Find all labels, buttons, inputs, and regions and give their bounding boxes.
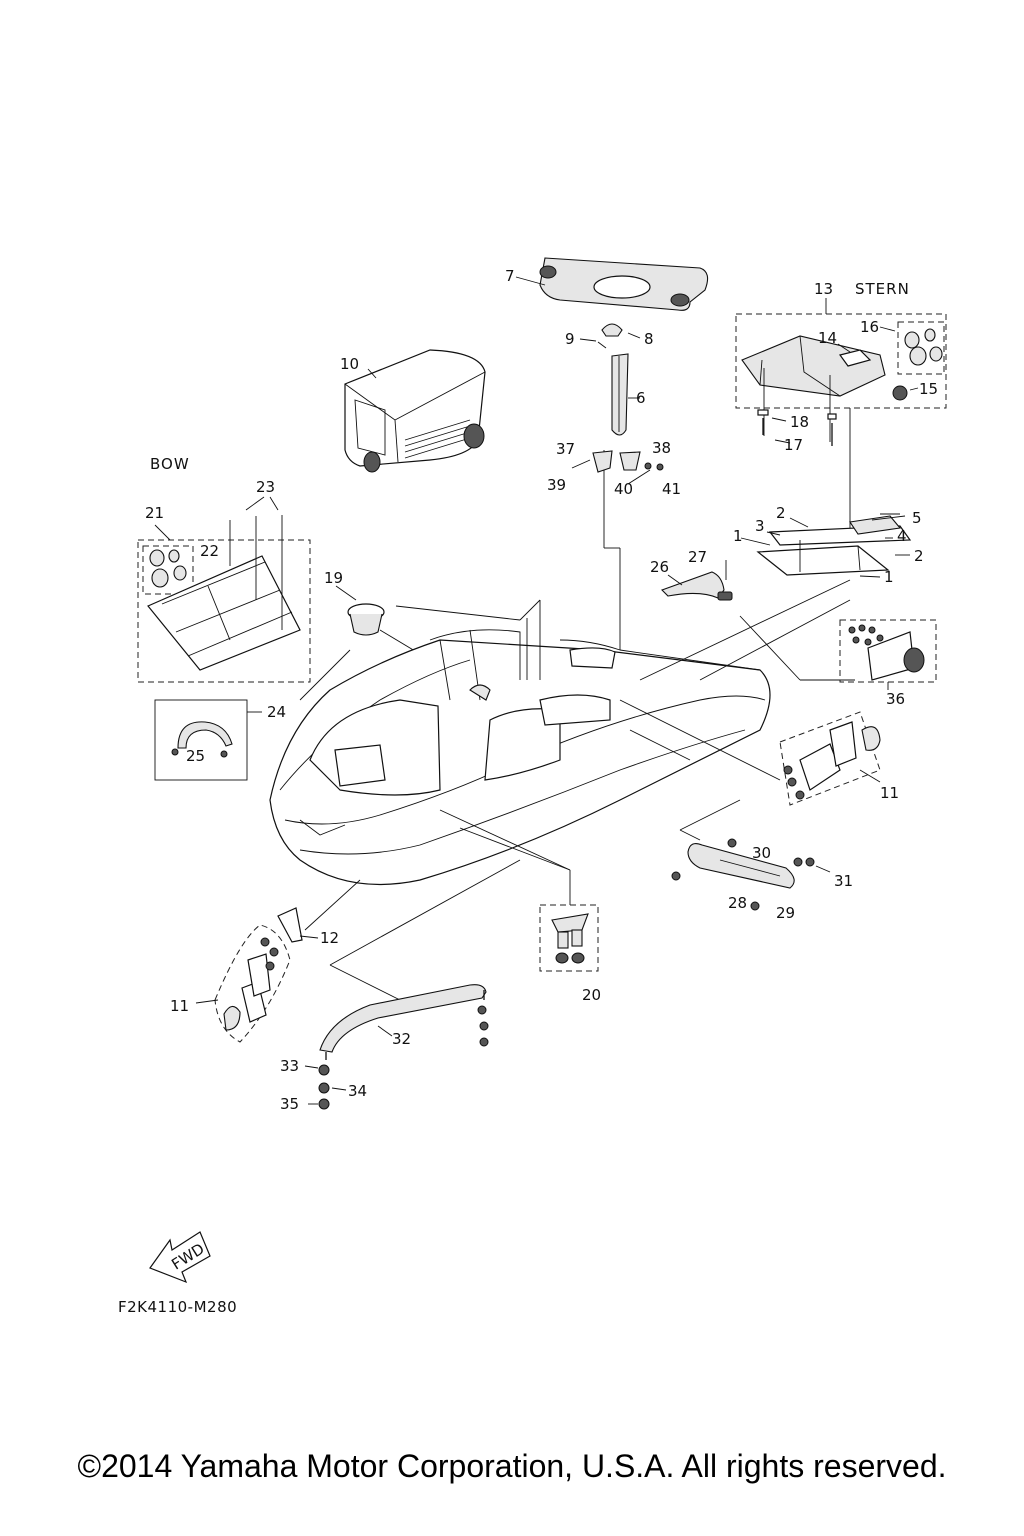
callout-6: 6 — [636, 389, 646, 407]
callout-25: 25 — [186, 747, 205, 765]
callout-10: 10 — [340, 355, 359, 373]
callout-38: 38 — [652, 439, 671, 457]
callout-39: 39 — [547, 476, 566, 494]
callout-5: 5 — [912, 509, 922, 527]
leader-lines — [299, 548, 855, 1011]
callout-34: 34 — [348, 1082, 367, 1100]
callout-37: 37 — [556, 440, 575, 458]
callout-36: 36 — [886, 690, 905, 708]
callout-labels: BOW STERN 1 1 2 2 3 4 5 6 7 8 9 10 11 11… — [145, 267, 938, 1113]
part-26-27-hose — [660, 560, 733, 601]
callout-7: 7 — [505, 267, 515, 285]
callout-27: 27 — [688, 548, 707, 566]
fwd-arrow-icon: FWD — [149, 1231, 211, 1284]
callout-14: 14 — [818, 329, 837, 347]
part-13-stern-assembly — [735, 298, 947, 540]
callout-35: 35 — [280, 1095, 299, 1113]
part-10-cooler — [344, 349, 486, 473]
callout-13: 13 — [814, 280, 833, 298]
callout-22: 22 — [200, 542, 219, 560]
callout-41: 41 — [662, 480, 681, 498]
callout-8: 8 — [644, 330, 654, 348]
callout-1b: 1 — [884, 568, 894, 586]
callout-11b: 11 — [170, 997, 189, 1015]
callout-11a: 11 — [880, 784, 899, 802]
part-7-panel — [515, 257, 709, 311]
part-36-box — [839, 619, 937, 690]
bow-label: BOW — [150, 455, 190, 473]
callout-28: 28 — [728, 894, 747, 912]
callout-3: 3 — [755, 517, 765, 535]
callout-17: 17 — [784, 436, 803, 454]
callout-9: 9 — [565, 330, 575, 348]
part-11-right-cleat — [779, 711, 881, 806]
callout-21: 21 — [145, 504, 164, 522]
part-21-ladder-assembly — [137, 496, 311, 683]
callout-29: 29 — [776, 904, 795, 922]
callout-2b: 2 — [914, 547, 924, 565]
part-24-hose-box — [154, 699, 262, 781]
callout-20: 20 — [582, 986, 601, 1004]
callout-4: 4 — [897, 527, 907, 545]
diagram-code: F2K4110-M280 — [118, 1298, 238, 1316]
callout-12: 12 — [320, 929, 339, 947]
callout-1a: 1 — [733, 527, 743, 545]
copyright-notice: ©2014 Yamaha Motor Corporation, U.S.A. A… — [77, 1448, 947, 1484]
callout-24: 24 — [267, 703, 286, 721]
part-19-cup-holder — [335, 585, 521, 691]
part-12-bracket — [277, 907, 319, 943]
callout-18: 18 — [790, 413, 809, 431]
boat-hull — [269, 629, 771, 886]
part-1-5-rails — [740, 513, 912, 578]
callout-31: 31 — [834, 872, 853, 890]
callout-30: 30 — [752, 844, 771, 862]
callout-40: 40 — [614, 480, 633, 498]
callout-15: 15 — [919, 380, 938, 398]
callout-33: 33 — [280, 1057, 299, 1075]
callout-26: 26 — [650, 558, 669, 576]
part-11-left-cleat — [195, 924, 291, 1043]
part-8-9-cup — [579, 323, 641, 349]
callout-16: 16 — [860, 318, 879, 336]
part-28-handle — [671, 838, 831, 911]
callout-32: 32 — [392, 1030, 411, 1048]
part-20-box — [539, 904, 599, 972]
callout-2a: 2 — [776, 504, 786, 522]
part-37-41-brackets — [571, 450, 664, 485]
callout-23: 23 — [256, 478, 275, 496]
part-32-rail — [304, 984, 489, 1110]
callout-19: 19 — [324, 569, 343, 587]
stern-label: STERN — [855, 280, 910, 298]
